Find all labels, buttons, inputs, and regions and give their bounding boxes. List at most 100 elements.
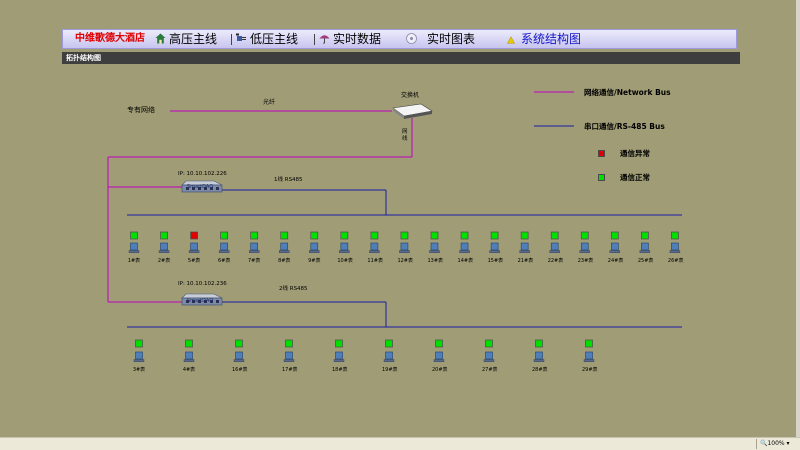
device-label: 21#表	[517, 258, 534, 264]
meter-screen-icon	[585, 351, 593, 360]
status-square	[280, 231, 289, 240]
status-square	[385, 339, 393, 348]
triangle-icon	[507, 36, 515, 44]
device-label: 17#表	[282, 367, 298, 373]
device-label: 3#表	[132, 367, 146, 373]
fiber-label: 光纤	[263, 99, 276, 106]
meter-screen-icon	[285, 351, 293, 360]
status-square	[520, 231, 529, 240]
device-icons	[128, 231, 681, 362]
meter-base-icon	[383, 359, 395, 362]
gateway2-name: SmartDAQ	[187, 298, 214, 304]
network-hardware	[181, 103, 433, 306]
status-square	[430, 231, 439, 240]
meter-screen-icon	[550, 242, 559, 251]
gateway-2-port	[216, 300, 219, 303]
meter-base-icon	[639, 250, 651, 253]
main-canvas	[0, 0, 796, 437]
device-label: 28#表	[532, 367, 548, 373]
house-icon	[155, 33, 166, 44]
gateway-2-icon	[181, 297, 223, 306]
status-square	[185, 339, 193, 348]
meter-screen-icon	[160, 242, 168, 251]
device-label: 23#表	[577, 258, 594, 264]
meter-base-icon	[279, 250, 290, 253]
switch-side	[393, 108, 404, 119]
menu-realtime-data[interactable]: 实时数据	[319, 30, 381, 48]
menu-low-voltage-label: 低压主线	[250, 32, 299, 46]
device-label: 8#表	[278, 258, 291, 264]
gateway-1-port	[198, 187, 201, 190]
bus1-label: 1线 RS485	[274, 177, 303, 183]
zoom-level[interactable]: 🔍100% ▾	[756, 439, 790, 449]
meter-screen-icon	[310, 242, 319, 251]
gateway-1-port	[186, 187, 189, 190]
device-label: 4#表	[182, 367, 196, 373]
gateway2-ip: IP: 10.10.102.236	[178, 281, 227, 287]
cable-label: 网线	[402, 129, 408, 142]
meter-base-icon	[233, 359, 245, 362]
meter-screen-icon	[250, 242, 258, 251]
gateway1-name: SmartDAQ	[187, 184, 214, 190]
meter-screen-icon	[280, 242, 289, 251]
gateway-2-port	[210, 300, 213, 303]
meter-base-icon	[519, 250, 530, 253]
status-square	[400, 231, 409, 240]
meter-base-icon	[218, 250, 230, 253]
meter-base-icon	[483, 359, 495, 362]
plug-icon	[236, 33, 246, 41]
legend-serial-bus: 串口通信/RS-485 Bus	[584, 122, 665, 131]
gateway-1-port	[216, 187, 219, 190]
menu-realtime-chart[interactable]: 实时图表	[406, 30, 475, 48]
gateway-2-port	[204, 300, 207, 303]
meter-base-icon	[183, 359, 195, 362]
device-label: 24#表	[607, 258, 624, 264]
menu-realtime-chart-label: 实时图表	[427, 32, 476, 46]
device-label: 26#表	[667, 258, 684, 264]
status-square	[190, 231, 198, 240]
status-square	[370, 231, 379, 240]
status-square	[490, 231, 499, 240]
meter-base-icon	[669, 250, 681, 253]
bus-lines	[107, 91, 682, 328]
umbrella-icon	[319, 35, 330, 44]
meter-screen-icon	[190, 242, 198, 251]
meter-screen-icon	[385, 351, 393, 360]
device-label: 6#表	[217, 258, 231, 264]
meter-base-icon	[459, 250, 470, 253]
menu-separator	[314, 34, 315, 45]
status-square	[235, 339, 243, 348]
vertical-scrollbar[interactable]	[796, 0, 800, 437]
status-square	[135, 339, 143, 348]
meter-base-icon	[399, 250, 410, 253]
gateway-2-port	[198, 300, 201, 303]
meter-base-icon	[549, 250, 560, 253]
menu-system-structure[interactable]: 系统结构图	[507, 30, 581, 48]
switch-front	[404, 111, 432, 119]
bus2-label: 2线 RS485	[279, 286, 308, 292]
meter-screen-icon	[135, 351, 143, 360]
meter-base-icon	[188, 250, 200, 253]
gateway-2-port	[192, 300, 195, 303]
status-square	[160, 231, 168, 240]
meter-base-icon	[283, 359, 295, 362]
menu-high-voltage[interactable]: 高压主线	[155, 30, 217, 48]
meter-screen-icon	[520, 242, 529, 251]
menu-separator	[231, 34, 232, 45]
meter-screen-icon	[460, 242, 469, 251]
gateway-1-port	[204, 187, 207, 190]
status-square	[250, 231, 259, 240]
zoom-value: 100%	[767, 440, 785, 447]
meter-screen-icon	[340, 242, 349, 251]
device-label: 25#表	[637, 258, 654, 264]
gateway-1-port	[210, 187, 213, 190]
panel-title: 拓扑结构图	[66, 54, 101, 62]
meter-screen-icon	[370, 242, 379, 251]
status-bar: 🔍100% ▾	[0, 437, 800, 450]
menu-low-voltage[interactable]: 低压主线	[236, 30, 298, 48]
status-square	[640, 231, 649, 240]
device-label: 22#表	[547, 258, 564, 264]
device-label: 14#表	[457, 258, 474, 264]
meter-base-icon	[128, 250, 140, 253]
